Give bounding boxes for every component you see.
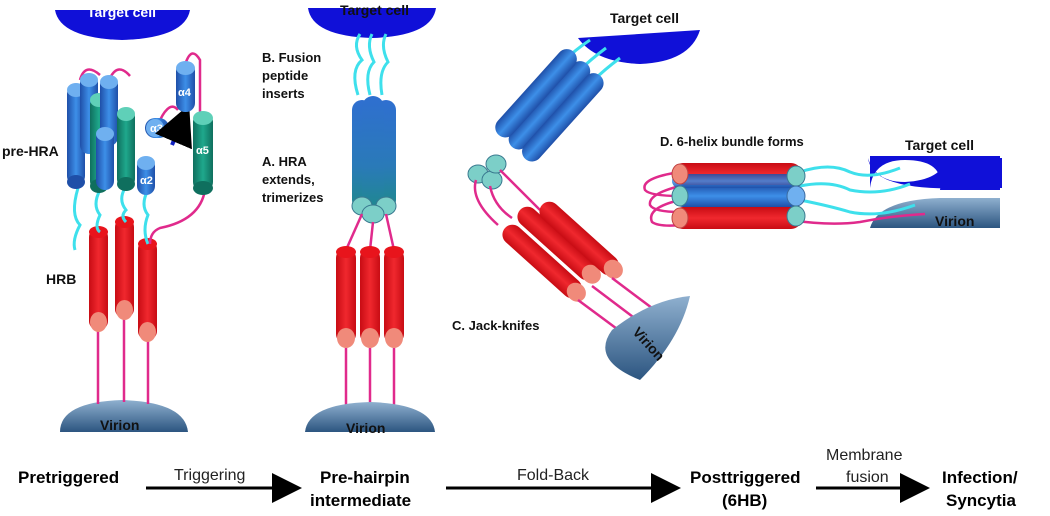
- six-helix-bundle: [671, 163, 806, 229]
- arrow-label-membrane-fusion: Membrane fusion: [826, 447, 907, 486]
- virion-membrane: [605, 296, 690, 380]
- flow-timeline: Pretriggered Triggering Pre-hairpin inte…: [18, 447, 1022, 510]
- hrb-helix: [336, 246, 356, 348]
- step-b-label: B. Fusion peptide inserts: [262, 50, 325, 101]
- target-cell-membrane: [55, 10, 190, 40]
- target-cell-label: Target cell: [905, 137, 974, 153]
- hrb-helix: [384, 246, 404, 348]
- hrb-helix: [502, 224, 586, 302]
- virion-membrane: [305, 402, 435, 432]
- helix-alpha3-label: α3: [150, 123, 163, 135]
- hrb-helix: [89, 226, 108, 332]
- helix-alpha3: α3: [145, 118, 169, 138]
- beta-strand-icon: [155, 104, 192, 150]
- panel-jackknife: Target cell: [452, 10, 700, 380]
- helix-alpha5: α5: [193, 111, 213, 195]
- hra-trimer: [351, 96, 397, 224]
- step-d-label: D. 6-helix bundle forms: [660, 134, 804, 149]
- hra-trimer: [495, 49, 604, 162]
- hrb-helix: [517, 206, 601, 284]
- state-pretriggered: Pretriggered: [18, 468, 119, 487]
- pre-hra-helix: [117, 107, 135, 191]
- pre-hra-helix: [96, 127, 114, 190]
- state-infection: Infection/ Syncytia: [942, 468, 1022, 510]
- target-cell-label: Target cell: [610, 10, 679, 26]
- virion-membrane: [60, 400, 188, 432]
- target-cell-membrane: [870, 156, 1000, 190]
- panel-6hb: D. 6-helix bundle forms Target cell Viri…: [643, 134, 1002, 229]
- step-c-label: C. Jack-knifes: [452, 318, 539, 333]
- panel-prehairpin: Target cell: [262, 2, 436, 436]
- virion-label: Virion: [346, 420, 385, 436]
- panel-pretriggered: Target cell Virion HRB: [2, 4, 213, 433]
- arrow-label-foldback: Fold-Back: [517, 467, 590, 484]
- step-a-label: A. HRA extends, trimerizes: [262, 154, 323, 205]
- virion-label: Virion: [100, 417, 139, 433]
- hrb-label: HRB: [46, 271, 76, 287]
- target-cell-membrane: [308, 8, 436, 38]
- target-cell-label: Target cell: [87, 4, 156, 20]
- hrb-helix: [115, 216, 134, 320]
- target-cell-membrane: [578, 30, 700, 64]
- hrb-helix: [360, 246, 380, 348]
- hrb-helix: [138, 238, 157, 342]
- hrb-helix: [539, 201, 623, 279]
- helix-alpha4: α4: [176, 61, 195, 112]
- pre-hra-label: pre-HRA: [2, 143, 59, 159]
- target-cell-label: Target cell: [340, 2, 409, 18]
- arrow-label-triggering: Triggering: [174, 467, 245, 484]
- virion-membrane: [870, 198, 1000, 228]
- helix-alpha2-label: α2: [140, 175, 153, 187]
- helix-alpha2: α2: [137, 156, 155, 195]
- state-posttriggered: Posttriggered (6HB): [690, 468, 805, 510]
- state-prehairpin: Pre-hairpin intermediate: [310, 468, 414, 510]
- helix-alpha5-label: α5: [196, 145, 209, 157]
- helix-alpha4-label: α4: [178, 87, 192, 99]
- virion-label: Virion: [935, 213, 974, 229]
